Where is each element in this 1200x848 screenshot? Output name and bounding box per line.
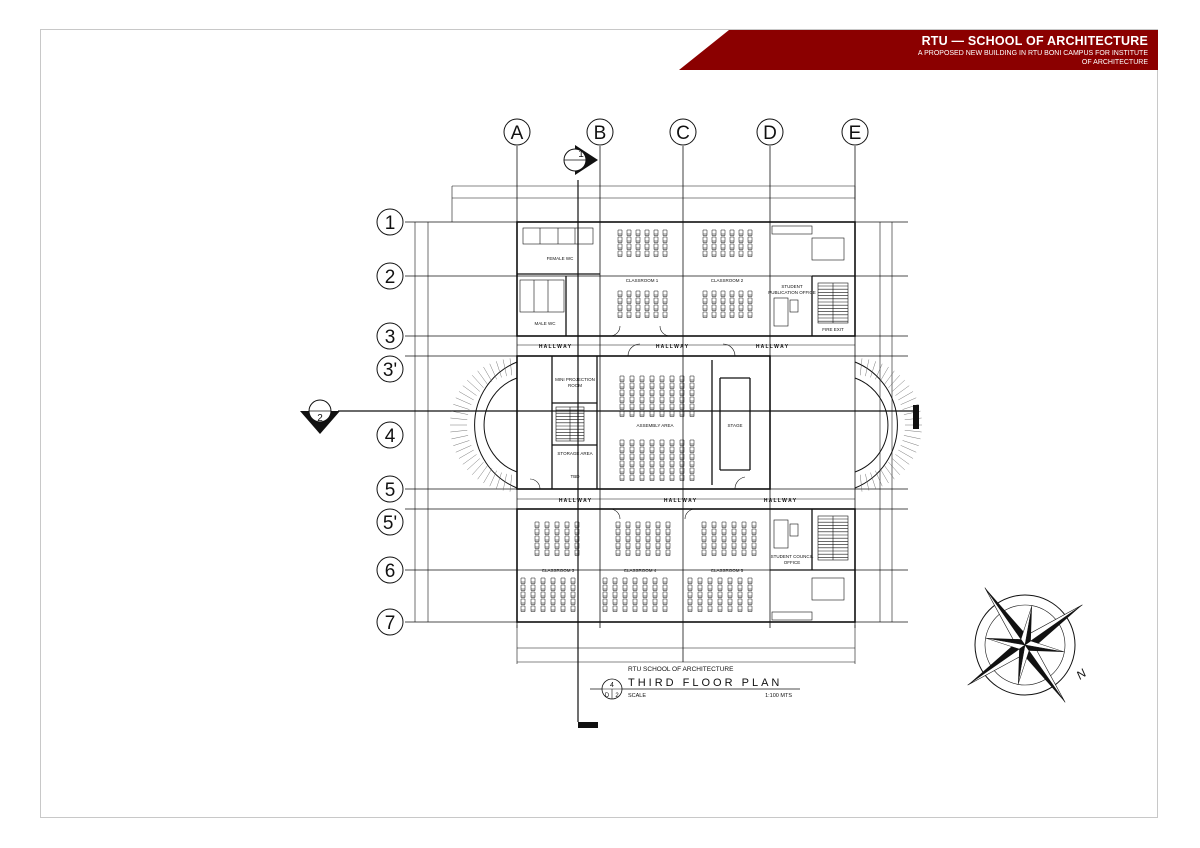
- sheet-border: [40, 29, 1158, 818]
- title-block: RTU SCHOOL OF ARCHITECTURE THIRD FLOOR P…: [590, 666, 800, 700]
- label-mini-projection-1: MINI PROJECTION: [555, 377, 595, 382]
- banner-subtitle-line2: OF ARCHITECTURE: [1081, 58, 1148, 66]
- row-label-3: 3: [385, 327, 396, 348]
- label-storage-area: STORAGE AREA: [557, 451, 592, 456]
- seats-classroom-5-back: [687, 577, 753, 612]
- row-label-7: 7: [385, 613, 396, 634]
- label-classroom-1: CLASSROOM 1: [626, 278, 659, 283]
- curved-planter-left: [474, 361, 518, 489]
- label-stage: STAGE: [728, 423, 743, 428]
- banner-shape: [679, 30, 1158, 70]
- planter-left-hatch: [450, 358, 512, 492]
- label-classroom-2: CLASSROOM 2: [711, 278, 744, 283]
- section-cut-lines: [338, 180, 915, 722]
- column-bubbles: [503, 118, 869, 146]
- title-block-sheet-bottom-left: D: [605, 693, 610, 699]
- dimension-lines-top: [451, 185, 856, 222]
- seats-assembly-front: [619, 375, 695, 417]
- label-hallway-bottom-center: H A L L W A Y: [664, 498, 697, 504]
- row-label-3-prime: 3': [383, 360, 397, 381]
- label-hallway-top-left: H A L L W A Y: [539, 344, 572, 350]
- building-walls: [516, 221, 856, 623]
- row-label-1: 1: [385, 213, 396, 234]
- section-marker-top-label: 1: [578, 149, 584, 160]
- label-mini-projection-2: ROOM: [568, 383, 582, 388]
- office-furniture: [771, 225, 845, 621]
- label-student-publication-2: PUBLICATION OFFICE: [768, 290, 815, 295]
- title-block-school: RTU SCHOOL OF ARCHITECTURE: [628, 666, 734, 673]
- section-end-right: [913, 405, 919, 429]
- title-block-scale-label: SCALE: [628, 693, 646, 699]
- wc-fixtures: [519, 227, 594, 313]
- compass-north-label: N: [1074, 666, 1089, 683]
- row-label-5-prime: 5': [383, 513, 397, 534]
- interior-walls: [517, 273, 855, 571]
- column-grid-lines: [516, 146, 856, 662]
- seats-classroom-3-back: [520, 577, 576, 612]
- row-bubbles: [376, 208, 404, 636]
- banner-subtitle-line1: A PROPOSED NEW BUILDING IN RTU BONI CAMP…: [917, 50, 1148, 57]
- label-female-wc: FEMALE WC: [547, 256, 575, 261]
- row-label-2: 2: [385, 267, 396, 288]
- label-tbd: TBD: [571, 474, 581, 479]
- label-fire-exit: FIRE EXIT: [822, 327, 844, 332]
- section-marker-top: 1: [563, 145, 598, 175]
- label-student-publication-1: STUDENT: [781, 284, 803, 289]
- label-male-wc: MALE WC: [534, 321, 556, 326]
- doors: [529, 325, 746, 520]
- label-assembly-area: ASSEMBLY AREA: [636, 423, 673, 428]
- dimension-lines-side: [414, 222, 893, 622]
- label-hallway-top-right: H A L L W A Y: [756, 344, 789, 350]
- label-hallway-bottom-left: H A L L W A Y: [559, 498, 592, 504]
- column-label-c: C: [676, 123, 690, 144]
- label-student-council-2: OFFICE: [784, 560, 801, 565]
- planter-right-hatch: [860, 358, 922, 492]
- section-marker-left: 2: [300, 399, 340, 434]
- stairs: [555, 282, 849, 561]
- title-block-sheet-bottom-right: 2: [615, 693, 619, 699]
- seating-groups: [450, 229, 922, 612]
- label-hallway-bottom-right: H A L L W A Y: [764, 498, 797, 504]
- title-block-scale-value: 1:100 MTS: [765, 693, 792, 699]
- seats-classroom-3-front: [534, 521, 580, 556]
- label-classroom-4: CLASSROOM 4: [624, 568, 657, 573]
- seats-classroom-4-front: [615, 521, 671, 556]
- seats-classroom-5-front: [701, 521, 757, 556]
- column-label-a: A: [511, 123, 524, 144]
- column-label-d: D: [763, 123, 777, 144]
- banner-title: RTU — SCHOOL OF ARCHITECTURE: [921, 34, 1148, 48]
- row-label-6: 6: [385, 561, 396, 582]
- seats-classroom-4-back: [602, 577, 668, 612]
- seats-classroom-1-back: [617, 290, 668, 318]
- section-marker-left-label: 2: [317, 413, 323, 424]
- column-label-b: B: [594, 123, 607, 144]
- row-label-4: 4: [385, 426, 396, 447]
- label-student-council-1: STUDENT COUNCIL: [771, 554, 814, 559]
- dimension-lines-bottom: [516, 625, 856, 664]
- column-label-e: E: [849, 123, 862, 144]
- title-block-plan-title: THIRD FLOOR PLAN: [628, 677, 782, 689]
- title-banner: RTU — SCHOOL OF ARCHITECTURE A PROPOSED …: [679, 30, 1158, 70]
- label-hallway-top-center: H A L L W A Y: [656, 344, 689, 350]
- section-end-bottom: [578, 722, 598, 728]
- title-block-sheet-top: 4: [610, 682, 614, 689]
- row-label-5: 5: [385, 480, 396, 501]
- label-classroom-5: CLASSROOM 5: [711, 568, 744, 573]
- banner-subtitle: A PROPOSED NEW BUILDING IN RTU BONI CAMP…: [848, 50, 1148, 67]
- seats-classroom-2-front: [702, 229, 753, 257]
- seats-classroom-2-back: [702, 290, 753, 318]
- label-classroom-3: CLASSROOM 3: [542, 568, 575, 573]
- seats-classroom-1-front: [617, 229, 668, 257]
- compass-rose-icon: [967, 587, 1083, 703]
- seats-assembly-back: [619, 439, 695, 481]
- curved-planter-right: [854, 361, 898, 489]
